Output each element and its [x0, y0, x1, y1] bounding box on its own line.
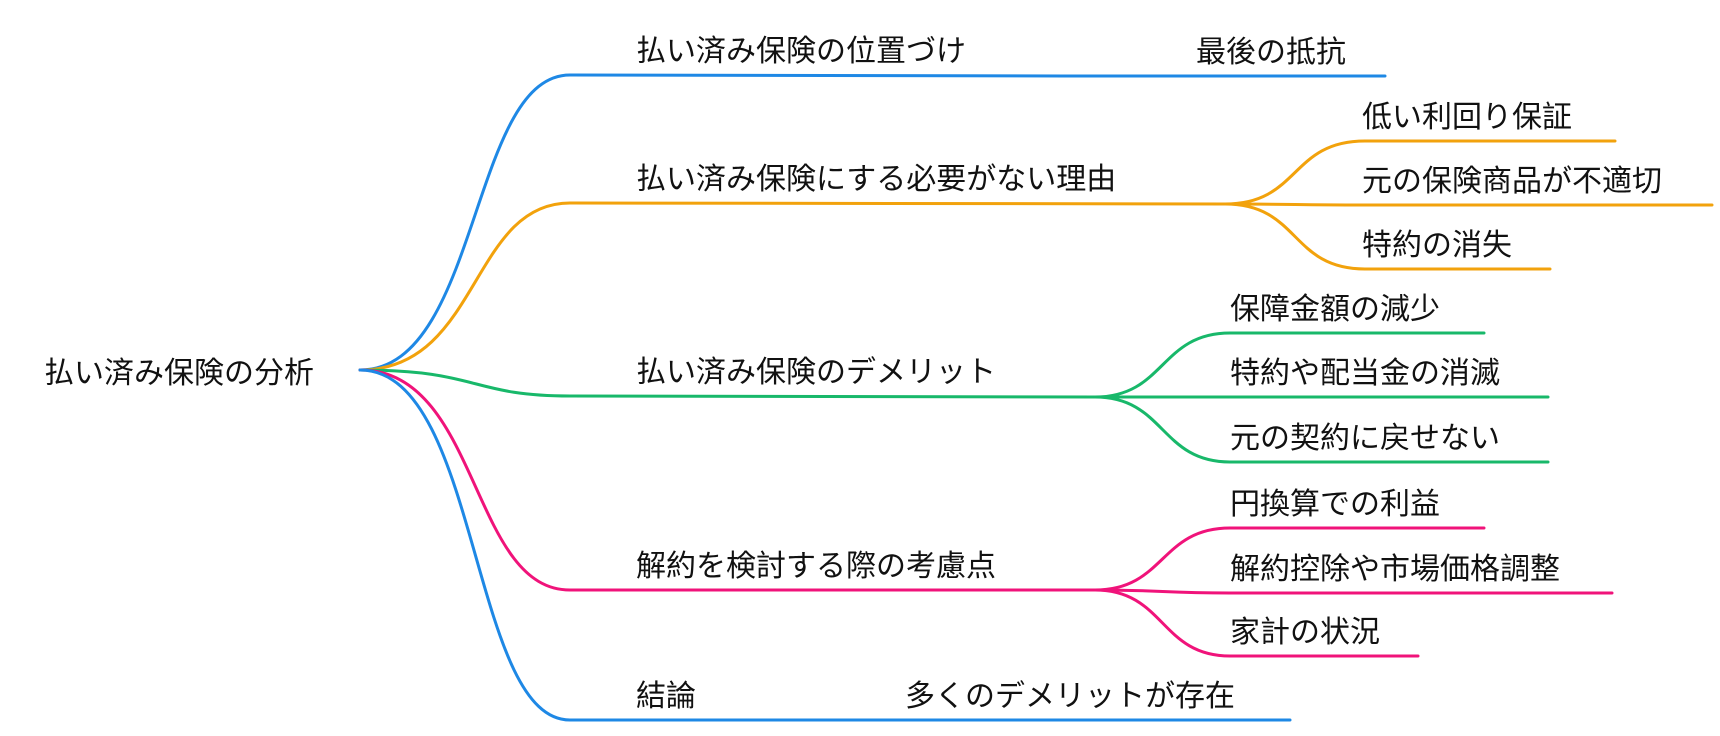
connector-no-need-leaf-2 — [1223, 202, 1714, 207]
root-node-label: 払い済み保険の分析 — [44, 356, 314, 391]
branch-label-cancellation: 解約を検討する際の考慮点 — [636, 549, 996, 584]
connector-cancellation-leaf-1 — [1093, 526, 1486, 592]
connector-cancellation-leaf-2 — [1093, 588, 1614, 595]
leaf-label-cancellation-2: 解約控除や市場価格調整 — [1230, 552, 1560, 587]
connector-root-to-conclusion — [358, 368, 797, 722]
leaf-label-cancellation-3: 家計の状況 — [1230, 615, 1380, 650]
branch-label-no-need: 払い済み保険にする必要がない理由 — [636, 162, 1116, 197]
connector-root-to-positioning — [358, 73, 1067, 372]
branch-label-positioning: 払い済み保険の位置づけ — [636, 34, 966, 69]
connector-demerits-leaf-3 — [1093, 395, 1550, 464]
connector-no-need-leaf-1 — [1223, 139, 1617, 206]
branch-label-conclusion: 結論 — [636, 679, 696, 714]
connector-root-to-cancellation — [358, 368, 1097, 592]
leaf-label-demerits-1: 保障金額の減少 — [1230, 292, 1440, 327]
leaf-label-no-need-2: 元の保険商品が不適切 — [1362, 164, 1662, 199]
connector-root-to-demerits — [358, 368, 1097, 399]
connector-cancellation-leaf-3 — [1093, 588, 1420, 658]
connector-no-need-leaf-3 — [1223, 202, 1552, 271]
connector-root-to-no-need — [358, 201, 1227, 372]
leaf-label-no-need-3: 特約の消失 — [1362, 228, 1512, 263]
leaf-label-demerits-2: 特約や配当金の消滅 — [1230, 356, 1500, 391]
leaf-label-positioning-1: 最後の抵抗 — [1196, 35, 1346, 70]
leaf-label-no-need-1: 低い利回り保証 — [1362, 100, 1572, 135]
branch-label-demerits: 払い済み保険のデメリット — [636, 355, 996, 390]
leaf-label-cancellation-1: 円換算での利益 — [1230, 487, 1440, 522]
leaf-label-demerits-3: 元の契約に戻せない — [1230, 421, 1500, 456]
connector-demerits-leaf-1 — [1093, 331, 1486, 399]
leaf-label-conclusion-1: 多くのデメリットが存在 — [905, 679, 1235, 714]
